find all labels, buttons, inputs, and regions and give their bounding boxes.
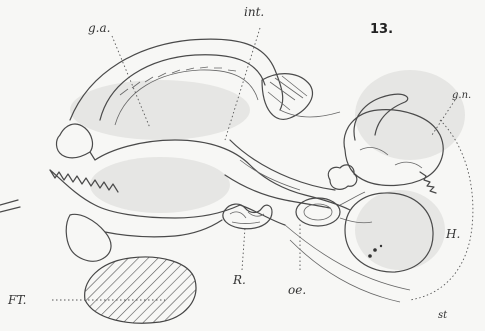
label-H: H. (445, 227, 460, 241)
lower-left-edge (105, 220, 222, 237)
oval-inner (304, 204, 332, 220)
head-bristles (420, 172, 436, 193)
intestine-lower (225, 175, 330, 208)
label-oe: oe. (288, 283, 306, 297)
left-edge-marks (0, 200, 20, 212)
label-FT: FT. (7, 293, 26, 307)
label-ga: g.a. (88, 21, 110, 35)
label-int: int. (244, 5, 264, 19)
left-flap (56, 135, 90, 158)
label-R: R. (232, 273, 246, 287)
dot-3 (380, 245, 382, 247)
intestine-upper (230, 140, 335, 190)
hatched-region-FT (85, 257, 196, 323)
dot-2 (368, 254, 372, 258)
leader-R (242, 228, 245, 270)
head-shading (355, 70, 465, 160)
dorsal-lobe-lines (268, 76, 307, 110)
lower-left-lobe (66, 214, 111, 261)
label-gn: g.n. (452, 90, 471, 101)
dorsal-shading (70, 80, 250, 140)
central-shading (90, 157, 230, 213)
label-st: st (438, 310, 448, 321)
dot-1 (373, 248, 377, 252)
head-small-lobes (328, 165, 357, 189)
figure-number: 13. (370, 22, 393, 37)
oval-structure-oe (296, 198, 340, 226)
upper-right-line (280, 110, 340, 117)
lower-head-shading (355, 190, 445, 270)
